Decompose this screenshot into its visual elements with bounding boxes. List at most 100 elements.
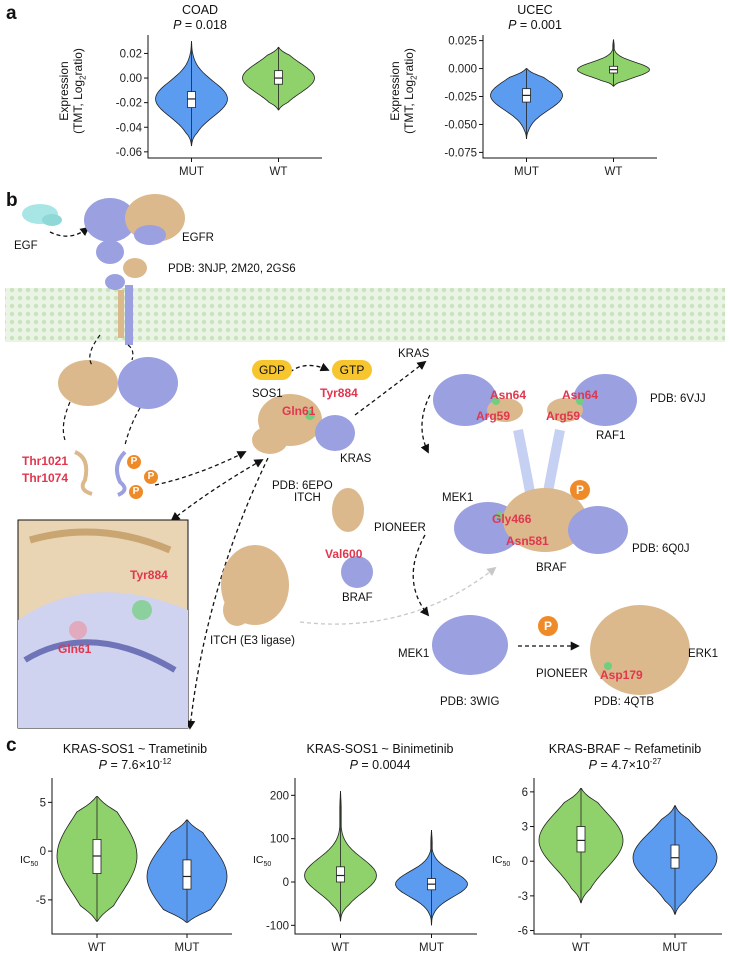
thr1021-residue: Thr1021 [22, 454, 69, 468]
pdb-6q0j-label: PDB: 6Q0J [632, 543, 690, 555]
p-value: P = 0.001 [508, 18, 562, 32]
box [187, 91, 196, 108]
x-tick-label: WT [332, 942, 350, 954]
kras-label: KRAS [340, 453, 372, 465]
cell-membrane [5, 288, 725, 342]
violin-chart-trametinib: KRAS-SOS1 ~ Trametinib P = 7.6×10-12 IC5… [0, 742, 240, 959]
y-tick-label: 0.02 [120, 48, 142, 60]
phospho-badge-1: P [127, 455, 141, 469]
violin-chart-ucec: UCEC P = 0.001 Expression (TMT, Log2rati… [388, 0, 665, 180]
p-value: P = 7.6×10-12 [98, 757, 172, 773]
arrow-egf-egfr [49, 226, 90, 237]
panel-label-a: a [6, 3, 17, 24]
y-tick-label: 5 [40, 797, 46, 809]
egfr-kinase-dimer [58, 357, 178, 409]
egf-label: EGF [14, 240, 38, 252]
y-tick-label: 0 [40, 846, 46, 858]
phospho-badge-braf: P [570, 480, 590, 500]
violin-plot-area: 5 0 -5WT MUT [36, 778, 232, 954]
axis-lines [533, 778, 722, 935]
p-value: P = 0.018 [173, 18, 227, 32]
chart-title: KRAS-SOS1 ~ Trametinib [62, 742, 208, 756]
egfr-tail-tan [74, 450, 93, 496]
pdb-6vjj-label: PDB: 6VJJ [650, 393, 706, 405]
x-tick-label: MUT [175, 942, 200, 954]
y-axis-label: IC50 [20, 854, 39, 869]
axis-lines [482, 35, 657, 159]
braf-label: BRAF [536, 562, 567, 574]
y-axis-label: IC50 [492, 854, 511, 869]
y-tick-label: 6 [522, 787, 528, 799]
kras-raf1-complex [433, 374, 637, 426]
x-tick-label: WT [572, 942, 590, 954]
chart-title: KRAS-SOS1 ~ Binimetinib [306, 742, 454, 756]
x-tick-label: MUT [179, 166, 204, 178]
egf-structure [22, 204, 62, 226]
y-tick-label: -6 [518, 926, 528, 938]
sos1-label: SOS1 [252, 388, 283, 400]
erk1-structure [590, 605, 690, 695]
mek1-braf-complex [454, 488, 628, 554]
y-tick-label: 0 [283, 877, 289, 889]
y-axis-label: IC50 [253, 854, 272, 869]
y-tick-label: -0.02 [116, 98, 142, 110]
y-tick-label: -0.050 [444, 119, 477, 131]
mek1-bottom-label: MEK1 [398, 648, 430, 660]
x-tick-label: WT [88, 942, 106, 954]
violin-chart-refametinib: KRAS-BRAF ~ Refametinib P = 4.7×10-27 IC… [490, 742, 730, 959]
x-tick-label: MUT [663, 942, 688, 954]
y-tick-label: 0.000 [448, 64, 477, 76]
sos1-kras-inset [17, 519, 189, 729]
pioneer-label-bottom: PIONEER [536, 668, 588, 680]
phospho-badge-erk: P [538, 616, 558, 636]
asp179-residue: Asp179 [600, 668, 643, 682]
itch-e3-structure [221, 545, 289, 626]
braf-small-label: BRAF [342, 592, 373, 604]
val600-residue: Val600 [325, 547, 363, 561]
mek1-structure [432, 615, 508, 675]
x-tick-label: WT [270, 166, 288, 178]
x-tick-label: WT [605, 166, 623, 178]
y-tick-label: -0.025 [444, 92, 477, 104]
pdb-3wig-label: PDB: 3WIG [440, 696, 500, 708]
axis-lines [51, 778, 232, 935]
gtp-badge: GTP [332, 360, 372, 380]
pathway-diagram: EGF EGFR PDB: 3NJP, 2M20, 2GS6 GDP GTP S… [0, 190, 730, 735]
axis-lines [147, 35, 322, 159]
phospho-badge-3: P [129, 485, 143, 499]
arg59-residue-b: Arg59 [546, 409, 581, 423]
y-tick-label: 200 [270, 790, 289, 802]
y-tick-label: -0.04 [116, 122, 143, 134]
panel-label-c: c [6, 735, 17, 756]
phospho-badge-2: P [144, 470, 158, 484]
itch-e3-label: ITCH (E3 ligase) [210, 635, 295, 647]
asn64-residue-a: Asn64 [490, 388, 527, 402]
egfr-tail-lavender [114, 450, 127, 497]
box [670, 844, 680, 869]
raf1-label: RAF1 [596, 430, 626, 442]
y-tick-label: 0 [522, 856, 528, 868]
y-tick-label: -100 [266, 920, 289, 932]
chart-title: UCEC [517, 3, 553, 17]
chart-title: COAD [181, 3, 219, 17]
gdp-badge: GDP [252, 360, 292, 380]
pdb-6epo-label: PDB: 6EPO [272, 480, 333, 492]
pioneer-label-top: PIONEER [374, 522, 426, 534]
egfr-structure [84, 194, 185, 345]
y-tick-label: 3 [522, 822, 528, 834]
violin-chart-coad: COAD P = 0.018 Expression (TMT, Log2rati… [57, 0, 330, 180]
p-value: P = 4.7×10-27 [588, 757, 662, 773]
box [182, 859, 192, 890]
y-tick-label: -5 [36, 895, 46, 907]
egfr-label: EGFR [182, 232, 214, 244]
arg59-residue-a: Arg59 [476, 409, 511, 423]
pathway-illustration [5, 194, 725, 730]
y-tick-label: 100 [270, 834, 289, 846]
itch-label: ITCH [294, 492, 321, 504]
y-tick-label: 0.00 [120, 73, 142, 85]
p-value: P = 0.0044 [349, 758, 411, 773]
axis-lines [294, 778, 477, 935]
